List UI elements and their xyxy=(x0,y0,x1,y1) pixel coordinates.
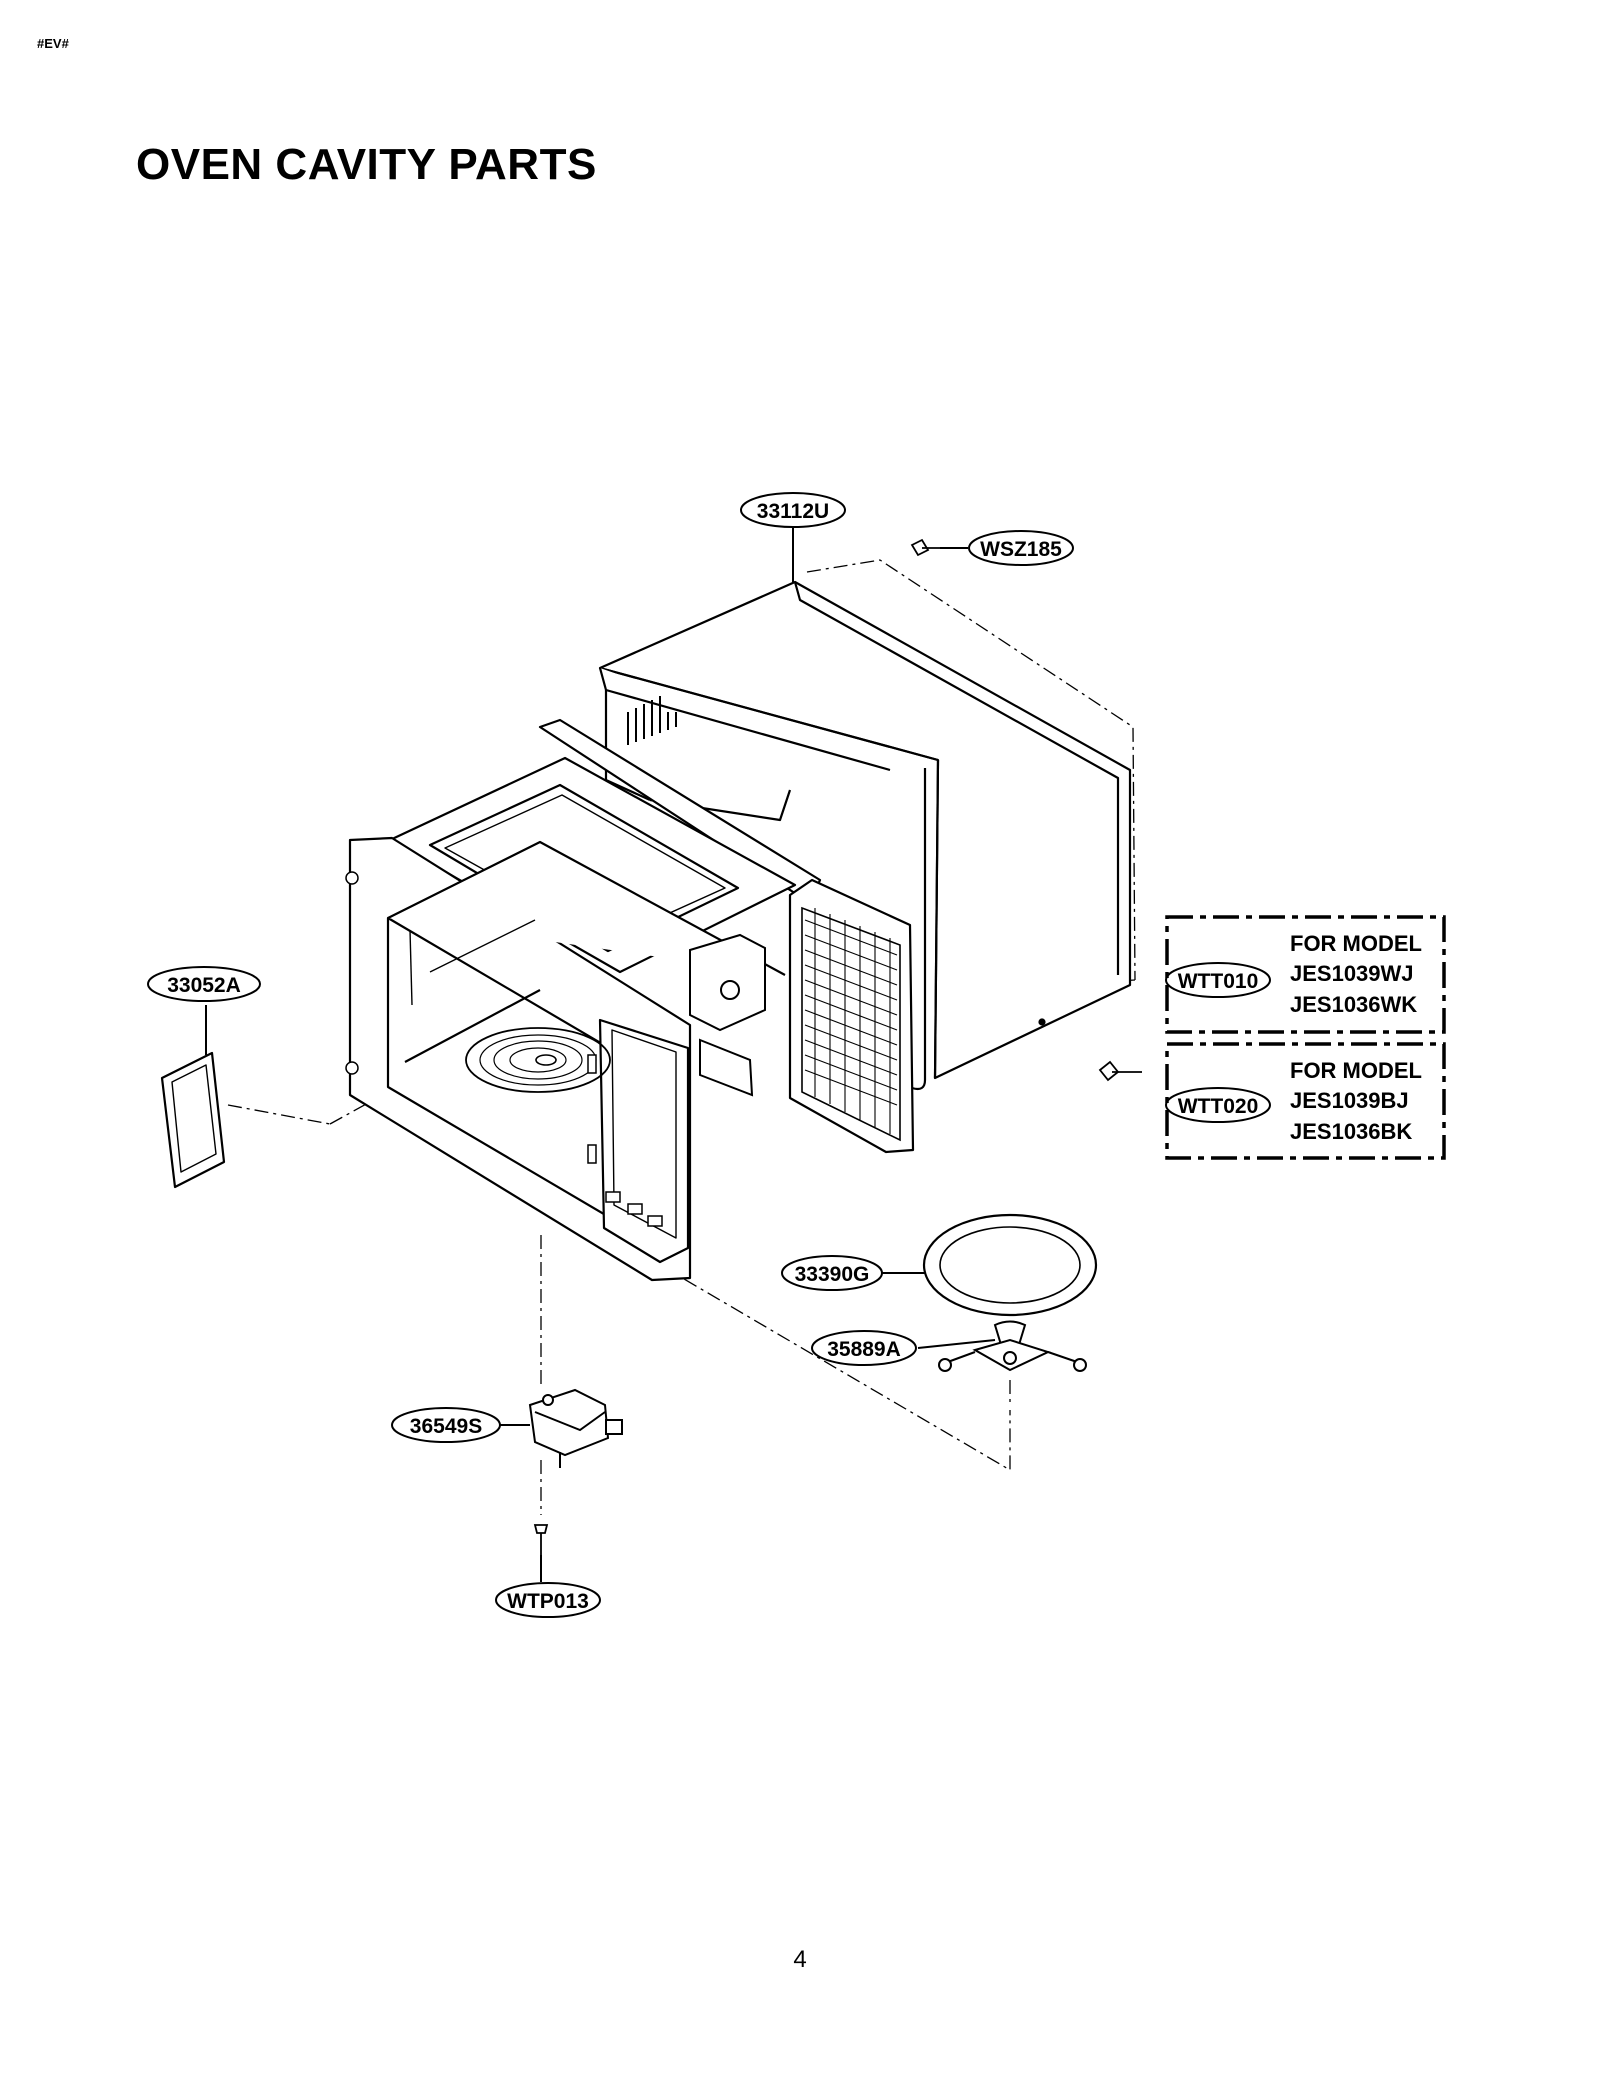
callout-oval-tray xyxy=(781,1255,883,1291)
outer-case xyxy=(598,580,1132,1091)
model-box-1-title: FOR MODEL xyxy=(1290,931,1422,956)
cavity-cover xyxy=(160,1051,226,1189)
page-number: 4 xyxy=(793,1946,807,1973)
model-box-2-model-2: JES1036BK xyxy=(1290,1119,1412,1144)
glass-tray xyxy=(922,1213,1098,1317)
part-label-roller-support: 35889A xyxy=(827,1338,901,1361)
model-box-2-model-1: JES1039BJ xyxy=(1290,1088,1409,1113)
side-screw xyxy=(1098,1060,1142,1082)
case-vent-slots xyxy=(627,696,677,745)
callout-oval-model-box-2 xyxy=(1165,1087,1271,1123)
callout-oval-outer-case xyxy=(740,492,846,528)
callout-labels: 33112U WSZ185 33052A 33390G 35889A 36549… xyxy=(167,500,1062,1613)
part-label-cover: 33052A xyxy=(167,974,241,997)
part-label-motor-screw: WTP013 xyxy=(507,1590,589,1613)
page-title: OVEN CAVITY PARTS xyxy=(136,140,597,189)
part-label-tray: 33390G xyxy=(795,1263,870,1286)
callout-oval-motor xyxy=(391,1407,501,1443)
callout-oval-roller-support xyxy=(811,1330,917,1366)
mesh-panel xyxy=(801,906,901,1142)
part-label-outer-case: 33112U xyxy=(757,500,829,523)
part-label-motor: 36549S xyxy=(410,1415,482,1438)
model-box-1-model-1: JES1039WJ xyxy=(1290,961,1414,986)
part-label-case-screw: WSZ185 xyxy=(980,538,1062,561)
turntable-motor xyxy=(528,1388,623,1468)
motor-screw xyxy=(533,1524,549,1555)
callout-oval-cover xyxy=(147,966,261,1002)
case-screw xyxy=(910,538,940,557)
callout-oval-case-screw xyxy=(968,530,1074,566)
oven-cavity-assembly xyxy=(348,718,915,1282)
model-box-2-title: FOR MODEL xyxy=(1290,1058,1422,1083)
callout-oval-model-box-1 xyxy=(1165,962,1271,998)
front-frame-slots xyxy=(345,871,663,1227)
model-box-1-part: WTT010 xyxy=(1178,970,1259,993)
callout-ovals xyxy=(147,492,1271,1618)
internal-bracket xyxy=(689,933,766,1097)
callout-leaders xyxy=(205,526,996,1582)
roller-support xyxy=(938,1320,1087,1372)
model-box-1-model-2: JES1036WK xyxy=(1290,992,1417,1017)
model-box-1: WTT010 FOR MODEL JES1039WJ JES1036WK xyxy=(1165,915,1446,1034)
cavity-turntable xyxy=(465,1027,611,1093)
model-box-2-part: WTT020 xyxy=(1178,1095,1259,1118)
model-box-2: WTT020 FOR MODEL JES1039BJ JES1036BK xyxy=(1165,1042,1446,1160)
document-code: #EV# xyxy=(37,36,69,51)
callout-oval-motor-screw xyxy=(495,1582,601,1618)
